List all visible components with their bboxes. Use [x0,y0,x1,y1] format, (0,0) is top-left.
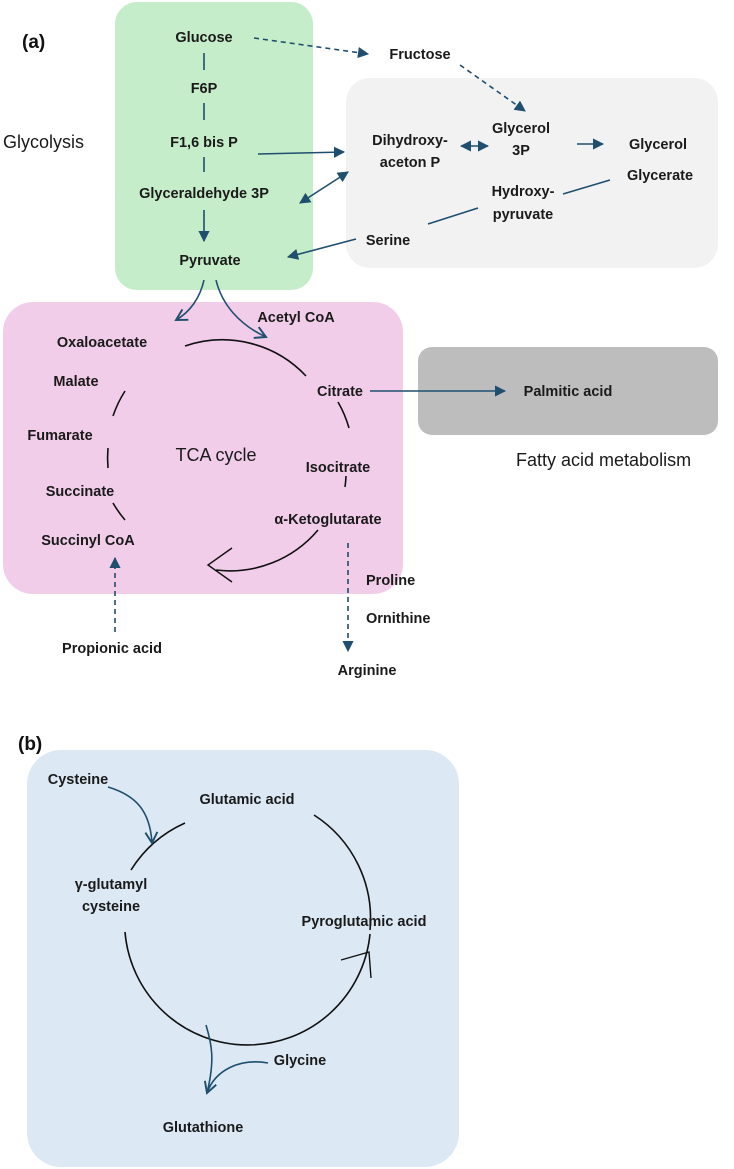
g3p-label: Glyceraldehyde 3P [139,186,269,202]
hydroxypyruvate-label: Hydroxy- [492,184,555,200]
glycerate-label: Glycerate [627,168,693,184]
glycine-arrow [203,1061,269,1095]
succinate-label: Succinate [46,484,115,500]
serine-pyruvate-arrow [286,238,357,260]
cysteine-label: Cysteine [48,772,108,788]
acetyl-coa-label: Acetyl CoA [257,310,335,326]
glutathione-cycle-arc-lower [124,931,371,1046]
f16bp-dhap-arrow [257,146,346,158]
glucose-label: Glucose [175,30,232,46]
pyroglutamic-acid-label: Pyroglutamic acid [302,914,427,930]
glucose-fructose-arrow [253,37,370,59]
cysteine-arrow [107,786,159,845]
dhap-label-line2: aceton P [380,155,441,171]
citrate-label: Citrate [317,384,363,400]
panel-label-a: (a) [22,32,45,53]
f16bp-label: F1,6 bis P [170,135,238,151]
glycine-label: Glycine [274,1053,326,1069]
glutathione-cycle-arc-upper-right [313,814,372,931]
arginine-label: Arginine [338,663,397,679]
tca-cycle-direction-arrowhead [206,547,233,583]
propionic-acid-label: Propionic acid [62,641,162,657]
pyruvate-oxaloacetate-arrow [174,279,205,321]
oxaloacetate-label: Oxaloacetate [57,335,147,351]
tca-box [3,302,403,594]
tca-cycle-arc-right-2 [344,475,347,488]
panel-label-b: (b) [18,734,42,755]
dhap-label: Dihydroxy- [372,133,448,149]
pyruvate-acetylcoa-arrow [215,279,268,339]
glycolysis-box [115,2,313,290]
hydroxypyruvate-label-line2: pyruvate [493,207,553,223]
f6p-label: F6P [191,81,218,97]
pyruvate-label: Pyruvate [179,253,240,269]
tca-cycle-arc-right-1 [337,401,350,429]
glutathione-cycle-direction-arrowhead [340,951,372,979]
fatty-acid-box [418,347,718,435]
glycolysis-title: Glycolysis [3,132,84,152]
gamma-glutamyl-cysteine-label: γ-glutamyl [75,877,148,893]
glycerate-hydroxypyruvate-link [562,179,611,195]
tca-cycle-arc-left-3 [112,502,126,521]
tca-cycle-arc-left-1 [112,390,126,417]
tca-cycle-arc-lower [215,529,319,572]
ornithine-label: Ornithine [366,611,430,627]
malate-label: Malate [53,374,98,390]
palmitic-acid-label: Palmitic acid [524,384,613,400]
isocitrate-label: Isocitrate [306,460,370,476]
glutathione-box [27,750,459,1167]
serine-label: Serine [366,233,410,249]
glutamic-acid-label: Glutamic acid [199,792,294,808]
fructose-label: Fructose [389,47,450,63]
tca-cycle-arc-upper [184,339,307,377]
tca-cycle-title: TCA cycle [175,445,256,465]
glycerol3p-label-line2: 3P [512,143,530,159]
fumarate-label: Fumarate [27,428,92,444]
gamma-glutamyl-cysteine-label-line2: cysteine [82,899,140,915]
fatty-acid-title: Fatty acid metabolism [516,450,691,470]
hydroxypyruvate-serine-link [427,207,479,225]
g3p-dhap-arrow [299,171,349,204]
ketoglutarate-label: α-Ketoglutarate [274,512,381,528]
fructose-glycerol3p-arrow [459,64,526,112]
glutathione-label: Glutathione [163,1120,244,1136]
glycerol-label: Glycerol [629,137,687,153]
succinyl-coa-label: Succinyl CoA [41,533,135,549]
glycerol3p-label: Glycerol [492,121,550,137]
proline-label: Proline [366,573,415,589]
glutathione-branch-arrow [205,1024,213,1094]
